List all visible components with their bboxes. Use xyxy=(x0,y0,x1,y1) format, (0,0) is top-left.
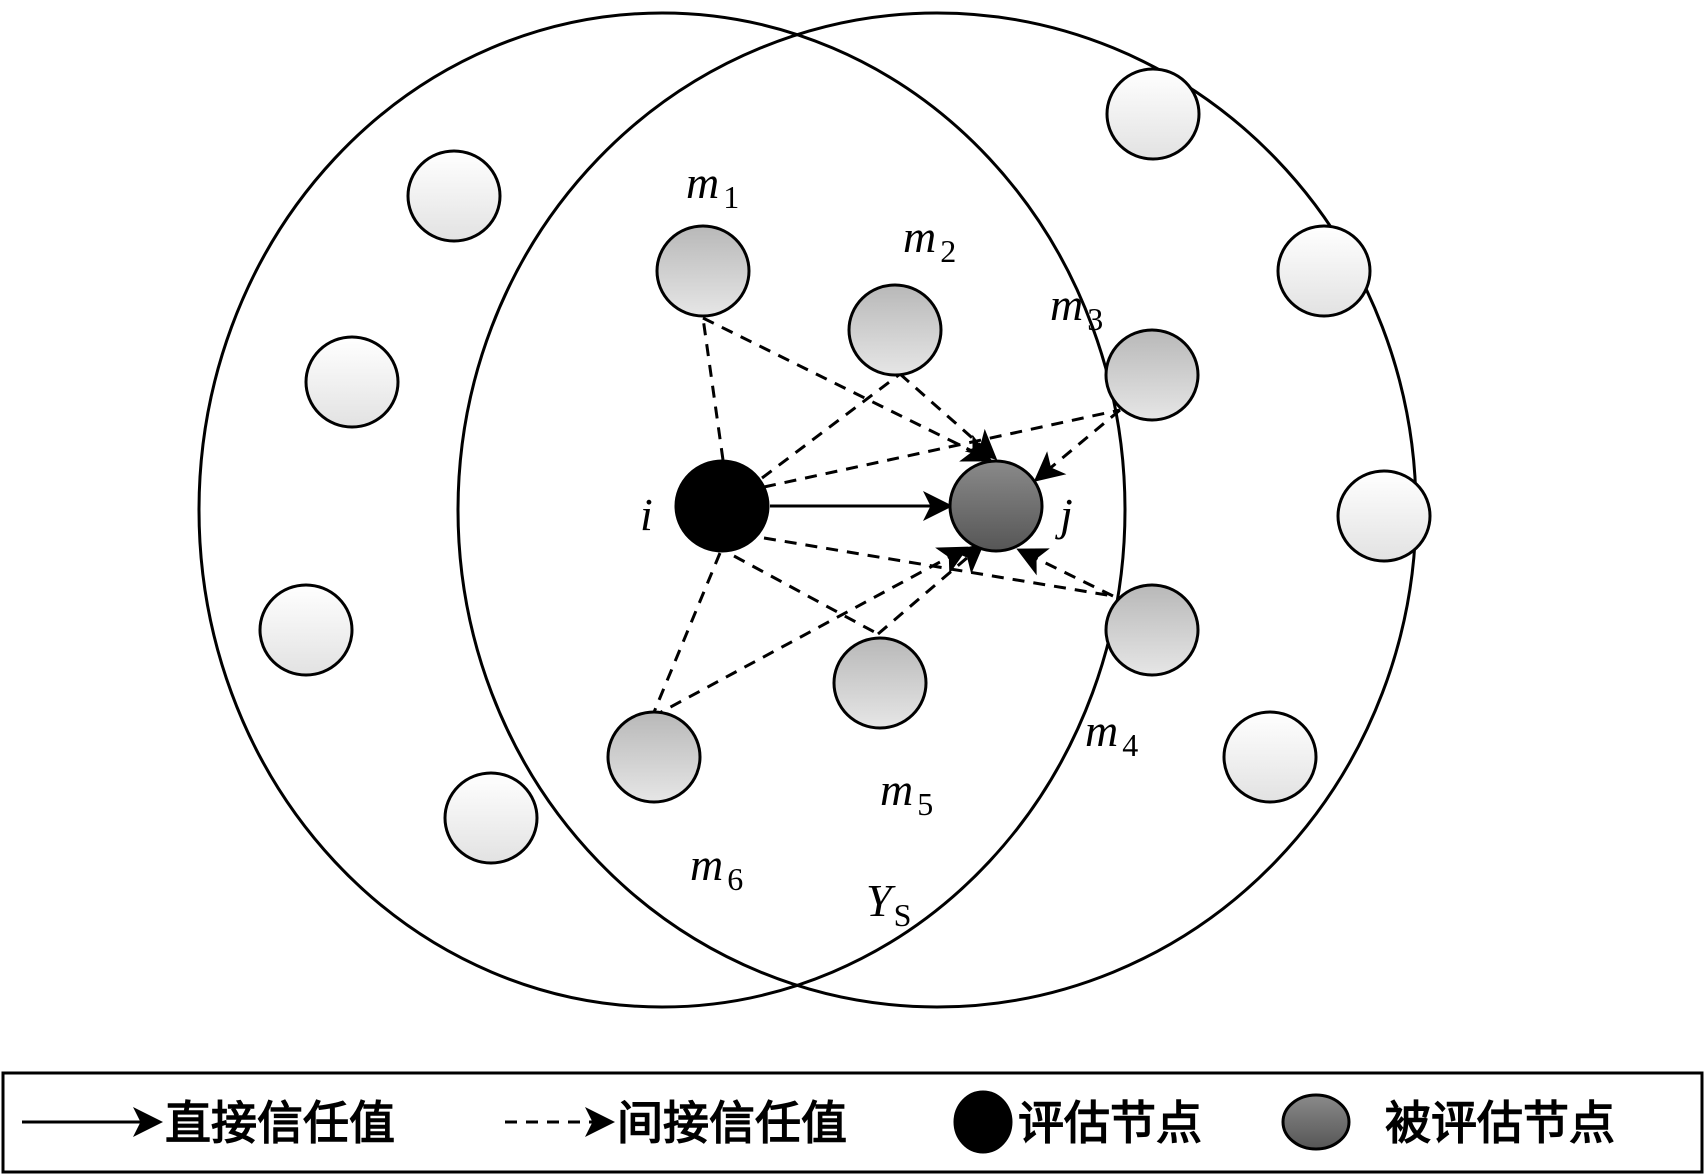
label-m1-main: m xyxy=(686,157,719,208)
neighbor-node-m1 xyxy=(655,224,751,318)
label-m4-main: m xyxy=(1085,705,1118,756)
edge-i-m4 xyxy=(763,536,1114,598)
indirect-edges xyxy=(650,316,1121,719)
label-ys: YS xyxy=(866,875,911,933)
neighbor-node-m4 xyxy=(1104,583,1200,677)
label-m2-sub: 2 xyxy=(940,233,956,269)
edge-i-m5 xyxy=(733,554,879,636)
label-ys-sub: S xyxy=(894,897,912,933)
outer-node xyxy=(1222,710,1318,804)
edge-m6-j xyxy=(651,546,969,719)
label-m5-sub: 5 xyxy=(917,786,933,822)
edge-m1-j xyxy=(702,316,993,462)
outer-node xyxy=(1336,469,1432,563)
left-range-circle xyxy=(197,11,1127,1009)
edge-m4-j xyxy=(1016,548,1114,598)
edge-i-m2 xyxy=(761,372,901,480)
label-m1-sub: 1 xyxy=(723,179,739,215)
label-j: j xyxy=(1055,489,1073,540)
legend-evaluator-swatch xyxy=(953,1090,1013,1154)
neighbor-nodes xyxy=(606,224,1200,804)
neighbor-node-m2 xyxy=(847,283,943,377)
label-i: i xyxy=(640,489,653,540)
legend-evaluating-node-label: 评估节点 xyxy=(1018,1096,1202,1150)
outer-node xyxy=(258,583,354,677)
outer-node xyxy=(1105,67,1201,161)
neighbor-node-m3 xyxy=(1104,328,1200,422)
legend-indirect-trust-label: 间接信任值 xyxy=(617,1096,847,1150)
label-m2-main: m xyxy=(903,211,936,262)
outer-node xyxy=(1276,224,1372,318)
legend-direct-trust-label: 直接信任值 xyxy=(165,1096,395,1150)
label-ys-main: Y xyxy=(866,875,896,926)
edge-i-m3 xyxy=(763,408,1121,489)
right-range-circle xyxy=(456,11,1418,1009)
outer-node xyxy=(443,771,539,865)
legend-evaluated-swatch xyxy=(1281,1093,1351,1151)
label-m6-sub: 6 xyxy=(727,861,743,897)
outer-nodes xyxy=(258,67,1432,865)
evaluated-node-j xyxy=(948,459,1044,553)
edge-m2-j xyxy=(899,372,998,460)
label-m4-sub: 4 xyxy=(1122,727,1138,763)
edge-i-m1 xyxy=(701,317,725,461)
label-m3-sub: 3 xyxy=(1087,301,1103,337)
legend: 直接信任值 间接信任值 评估节点 被评估节点 xyxy=(1,1071,1704,1174)
neighbor-node-m6 xyxy=(606,710,702,804)
legend-box xyxy=(1,1071,1704,1174)
legend-evaluated-node-label: 被评估节点 xyxy=(1385,1096,1615,1150)
edge-m3-j xyxy=(1033,408,1121,482)
label-m3-main: m xyxy=(1050,279,1083,330)
evaluator-node-i xyxy=(674,459,770,553)
neighbor-node-m5 xyxy=(832,636,928,730)
edge-i-m6 xyxy=(650,552,722,718)
label-m5-main: m xyxy=(880,764,913,815)
label-m6-main: m xyxy=(690,839,723,890)
outer-node xyxy=(406,149,502,243)
outer-node xyxy=(304,335,400,429)
